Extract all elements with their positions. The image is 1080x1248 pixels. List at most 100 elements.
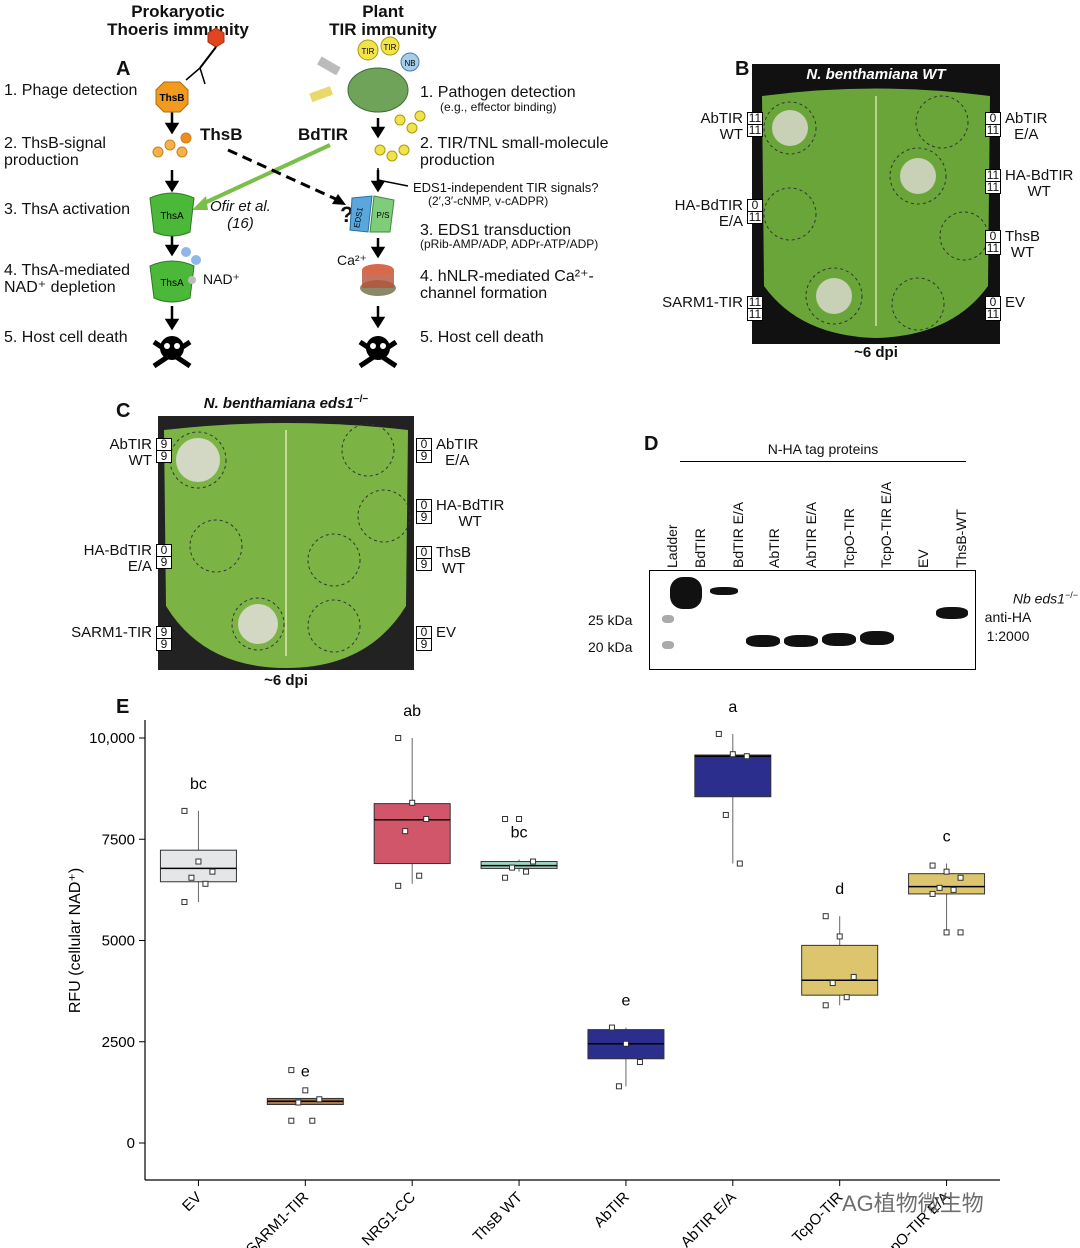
- data-point: [950, 886, 957, 893]
- box-8: c: [908, 829, 986, 936]
- fraction-numerator: 0: [986, 230, 1000, 243]
- fraction-numerator: 11: [986, 168, 1000, 182]
- data-point: [943, 929, 950, 936]
- panel-c-footer: ~6 dpi: [264, 672, 308, 689]
- box-rect: [801, 944, 879, 996]
- data-point: [302, 1087, 309, 1094]
- panel-c-title-sup: −/−: [353, 394, 369, 405]
- box-3: ab: [373, 703, 451, 889]
- leaf-image-b: [762, 88, 990, 338]
- data-point: [523, 868, 530, 875]
- marker-25kda: 25 kDa: [588, 612, 633, 628]
- fraction-numerator: 9: [157, 626, 171, 639]
- skull-icon-left: [152, 336, 192, 369]
- fraction-denominator: 9: [160, 637, 168, 651]
- data-point: [936, 884, 943, 891]
- data-point: [829, 980, 836, 987]
- box-7: d: [801, 881, 879, 1009]
- fraction-denominator: 9: [160, 555, 168, 569]
- panel-a-letter: A: [116, 58, 131, 80]
- panel-b-title: N. benthamiana WT: [752, 64, 1000, 86]
- spot-b-1: [763, 101, 817, 155]
- box-4: bc: [480, 816, 558, 881]
- data-point: [715, 730, 722, 737]
- ladder-band-25: [662, 615, 674, 623]
- panel-e-letter: E: [116, 696, 130, 718]
- left-step-4: 4. ThsA-mediated NAD⁺ depletion: [4, 262, 130, 296]
- x-tick-label: NRG1-CC: [359, 1189, 419, 1248]
- x-tick-label: EV: [179, 1189, 205, 1215]
- data-point: [395, 882, 402, 889]
- fraction-numerator: 11: [748, 111, 762, 125]
- lane-label-7: TcpO-TIR E/A: [878, 481, 894, 568]
- data-point: [943, 868, 950, 875]
- band-abtir-ea: [784, 635, 818, 647]
- box-1: bc: [159, 776, 237, 906]
- western-blot: [649, 570, 976, 670]
- side-label-antibody: anti-HA: [984, 609, 1032, 625]
- data-point: [622, 1040, 629, 1047]
- panelB-left-label-1: AbTIR WT: [700, 110, 743, 143]
- lane-label-9: ThsB-WT: [953, 508, 969, 568]
- data-point: [516, 816, 523, 822]
- data-point: [395, 735, 402, 741]
- fraction-denominator: 9: [160, 449, 168, 463]
- significance-letter: d: [835, 881, 844, 898]
- data-point: [957, 874, 964, 881]
- right-step-3: 3. EDS1 transduction: [420, 222, 572, 239]
- lane-label-2: BdTIR: [692, 528, 708, 568]
- right-step-2: 2. TIR/TNL small-molecule production: [420, 135, 609, 169]
- y-tick-label: 7500: [102, 831, 135, 848]
- data-point: [402, 828, 409, 835]
- green-arrow: [199, 143, 331, 207]
- data-point: [509, 864, 516, 871]
- panel-c-letter: C: [116, 400, 131, 422]
- fraction-denominator: 11: [748, 210, 762, 224]
- left-step-1: 1. Phage detection: [4, 82, 138, 99]
- leaf-image-c: [158, 416, 414, 670]
- fraction-denominator: 9: [420, 510, 428, 524]
- data-point: [502, 816, 509, 822]
- fraction-numerator: 0: [157, 544, 171, 557]
- fraction-denominator: 11: [986, 307, 1000, 321]
- panelC-left-label-3: SARM1-TIR: [71, 624, 152, 641]
- svg-text:ThsB: ThsB: [160, 93, 185, 104]
- data-point: [416, 872, 423, 879]
- lesion-c-1: [176, 438, 220, 482]
- left-step-5: 5. Host cell death: [4, 329, 128, 346]
- y-tick-label: 5000: [102, 933, 135, 950]
- ca-label: Ca²⁺: [337, 252, 367, 268]
- box-rect: [373, 803, 451, 865]
- svg-text:TIR: TIR: [384, 43, 397, 52]
- panelB-right-label-3: ThsB WT: [1005, 228, 1041, 261]
- panel-a-left-header: Prokaryotic Thoeris immunity: [107, 2, 249, 39]
- box-rect: [159, 849, 237, 883]
- fraction-denominator: 11: [986, 123, 1000, 137]
- left-step-2: 2. ThsB-signal production: [4, 135, 106, 169]
- band-bdtir-ea: [710, 587, 738, 595]
- panelC-left-label-2: HA-BdTIR E/A: [83, 542, 152, 575]
- data-point: [181, 899, 188, 906]
- significance-letter: bc: [511, 825, 528, 842]
- significance-letter: ab: [403, 703, 421, 720]
- x-tick-label: ThsB WT: [470, 1189, 526, 1245]
- dashed-arrow: [227, 148, 339, 202]
- panelB-right-label-4: EV: [1005, 294, 1026, 311]
- data-point: [636, 1059, 643, 1065]
- svg-text:ThsA: ThsA: [160, 211, 184, 222]
- panel-d-letter: D: [644, 433, 659, 455]
- fraction-denominator: 9: [420, 557, 428, 571]
- band-tcpo-tir-ea: [860, 631, 894, 645]
- tir-signal-icon: [374, 110, 426, 162]
- lesion-b-2: [900, 158, 936, 194]
- band-bdtir: [670, 577, 702, 609]
- eds1-independent-note-sub: (2′,3′-cNMP, v-cADPR): [428, 194, 549, 208]
- panelC-right-label-4: EV: [436, 624, 457, 641]
